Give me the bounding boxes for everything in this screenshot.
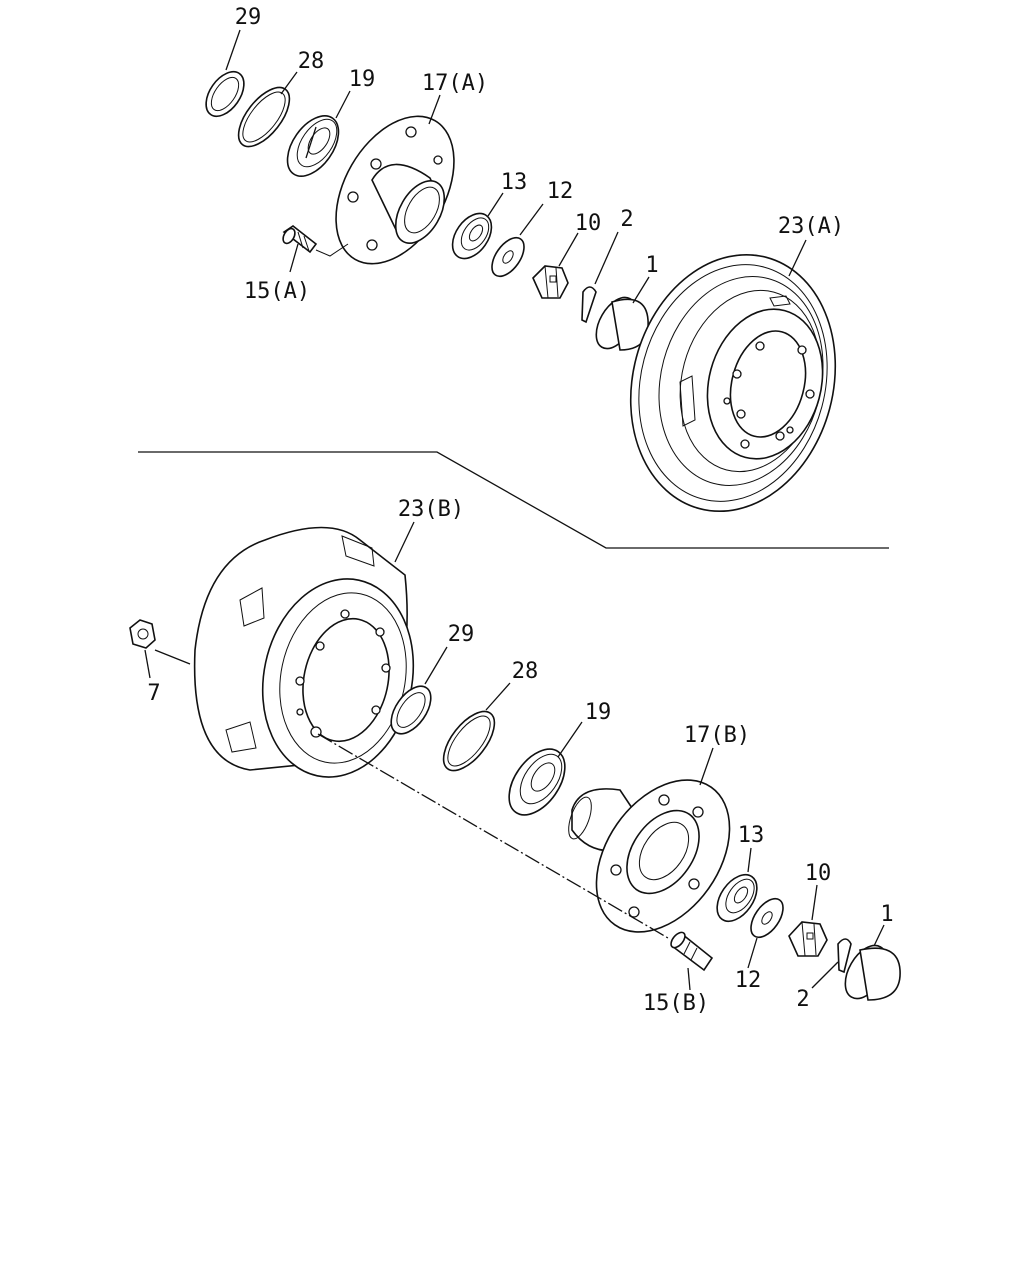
wheel-nut-7 [129, 619, 156, 649]
ring-28-b [442, 710, 496, 772]
callout-13-b: 13 [738, 823, 765, 848]
assembly-divider-line [138, 451, 889, 549]
assembly-b [129, 521, 901, 1001]
callout-28-b: 28 [512, 659, 539, 684]
callout-29-a: 29 [235, 5, 262, 30]
bearing-19-a [286, 115, 340, 177]
callout-17b: 17(B) [684, 723, 750, 748]
callout-labels-a: 29 28 19 17(A) 13 12 10 2 1 15(A) 23(A) [235, 5, 844, 304]
bearing-13-a [451, 212, 493, 260]
callout-23b: 23(B) [398, 497, 464, 522]
leader-lines-b [144, 521, 885, 991]
callout-10-b: 10 [805, 861, 832, 886]
brake-drum-23b [193, 526, 415, 778]
callout-1-a: 1 [645, 253, 658, 278]
hub-cap-1-a [595, 296, 649, 351]
bearing-19-b [508, 748, 566, 816]
bolt-15a [282, 225, 349, 257]
callout-28-a: 28 [298, 49, 325, 74]
cotter-pin-2-b [837, 938, 852, 974]
cotter-pin-2-a [581, 286, 597, 324]
hub-cap-1-b [844, 944, 901, 1001]
callout-12-b: 12 [735, 968, 762, 993]
callout-15b: 15(B) [643, 991, 709, 1016]
washer-29-b [390, 685, 432, 735]
callout-29-b: 29 [448, 622, 475, 647]
callout-12-a: 12 [547, 179, 574, 204]
leader-lines-a [225, 29, 807, 304]
callout-23a: 23(A) [778, 214, 844, 239]
bolt-15b [670, 931, 714, 972]
castle-nut-10-b [788, 921, 828, 957]
brake-drum-23a [629, 253, 837, 513]
hub-17b [568, 779, 731, 933]
castle-nut-10-a [532, 265, 569, 299]
callout-labels-b: 23(B) 7 29 28 19 17(B) 13 10 1 12 2 15(B… [147, 497, 893, 1016]
washer-12-a [491, 236, 525, 278]
callout-1-b: 1 [880, 902, 893, 927]
bearing-13-b [716, 874, 758, 922]
assembly-a [205, 29, 837, 513]
callout-7: 7 [147, 681, 160, 706]
washer-12-b [750, 897, 784, 939]
callout-15a: 15(A) [244, 279, 310, 304]
callout-13-a: 13 [501, 170, 528, 195]
washer-29-a [205, 70, 245, 118]
bolt-alignment-line [317, 733, 669, 939]
callout-19-a: 19 [349, 67, 376, 92]
callout-2-a: 2 [620, 207, 633, 232]
hub-17a [335, 115, 455, 265]
ring-28-a [237, 86, 291, 148]
callout-2-b: 2 [796, 987, 809, 1012]
callout-10-a: 10 [575, 211, 602, 236]
callout-19-b: 19 [585, 700, 612, 725]
callout-17a: 17(A) [422, 71, 488, 96]
